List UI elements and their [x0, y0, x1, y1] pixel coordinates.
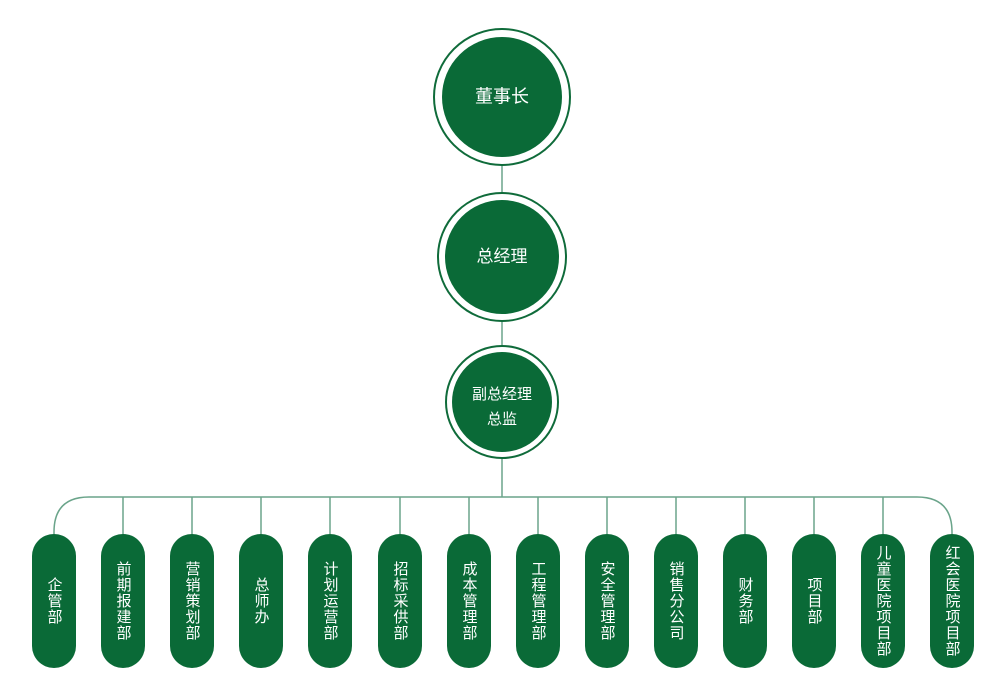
chairman-node: 董事长 [433, 28, 571, 166]
department-red-cross-hospital-project: 红会医院项目部 [930, 534, 974, 668]
general-manager-node-circle [445, 200, 559, 314]
deputy-general-manager-node: 副总经理 总监 [445, 345, 559, 459]
department-label: 计划运营部 [321, 561, 340, 641]
department-planning-operations: 计划运营部 [308, 534, 352, 668]
department-label: 工程管理部 [529, 561, 548, 641]
department-label: 财务部 [736, 577, 755, 625]
department-label: 项目部 [805, 577, 824, 625]
department-marketing-planning: 营销策划部 [170, 534, 214, 668]
department-enterprise-management: 企管部 [32, 534, 76, 668]
department-label: 前期报建部 [114, 561, 133, 641]
department-childrens-hospital-project: 儿童医院项目部 [861, 534, 905, 668]
department-label: 营销策划部 [183, 561, 202, 641]
department-engineering-management: 工程管理部 [516, 534, 560, 668]
department-chief-engineer-office: 总师办 [239, 534, 283, 668]
department-label: 企管部 [45, 577, 64, 625]
general-manager-node: 总经理 [437, 192, 567, 322]
chairman-label: 董事长 [475, 87, 529, 108]
deputy-general-manager-label: 副总经理 [472, 385, 532, 403]
deputy-general-manager-node-circle [452, 352, 552, 452]
director-label: 总监 [487, 410, 517, 428]
department-drop-lines [122, 497, 884, 534]
department-tendering-procurement: 招标采供部 [378, 534, 422, 668]
department-label: 红会医院项目部 [943, 545, 962, 657]
department-cost-management: 成本管理部 [447, 534, 491, 668]
department-sales-branch: 销售分公司 [654, 534, 698, 668]
connector-lines [53, 165, 953, 534]
department-label: 成本管理部 [460, 561, 479, 641]
branch-bus [53, 496, 953, 534]
department-label: 销售分公司 [667, 561, 686, 641]
department-label: 安全管理部 [598, 561, 617, 641]
department-projects: 项目部 [792, 534, 836, 668]
department-label: 招标采供部 [391, 561, 410, 641]
department-label: 儿童医院项目部 [874, 545, 893, 657]
general-manager-label: 总经理 [477, 247, 528, 267]
chairman-node-circle [442, 37, 562, 157]
department-label: 总师办 [252, 577, 271, 625]
department-finance: 财务部 [723, 534, 767, 668]
department-safety-management: 安全管理部 [585, 534, 629, 668]
department-preliminary-construction: 前期报建部 [101, 534, 145, 668]
